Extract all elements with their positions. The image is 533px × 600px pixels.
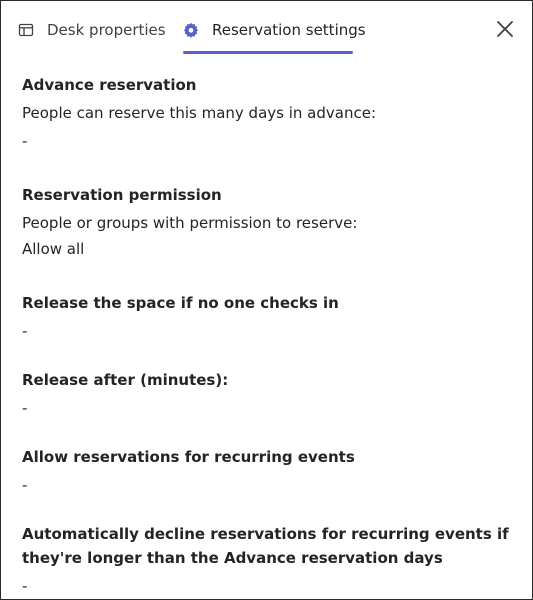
section-value: - [22,476,28,494]
section-description: People can reserve this many days in adv… [22,104,376,122]
section-title: Reservation permission [22,186,222,204]
close-icon[interactable] [494,18,516,40]
section-reservation-permission: Reservation permission People or groups … [22,183,512,261]
section-title: Release after (minutes): [22,371,229,389]
section-title: Release the space if no one checks in [22,294,339,312]
desk-properties-icon [18,23,34,37]
section-title: Automatically decline reservations for r… [22,525,509,567]
section-value: - [22,399,28,417]
section-auto-decline: Automatically decline reservations for r… [22,522,512,598]
section-description: People or groups with permission to rese… [22,214,358,232]
section-advance-reservation: Advance reservation People can reserve t… [22,73,512,153]
section-title: Allow reservations for recurring events [22,448,355,466]
tab-bar: Desk properties Reservation settings [1,1,532,61]
section-value: - [22,577,28,595]
tab-reservation-settings[interactable]: Reservation settings [183,16,366,54]
tab-reservation-settings-label: Reservation settings [212,21,366,39]
section-release-no-checkin: Release the space if no one checks in - [22,291,512,343]
settings-content: Advance reservation People can reserve t… [22,73,512,598]
section-recurring-events: Allow reservations for recurring events … [22,445,512,497]
section-value: - [22,322,28,340]
section-release-after: Release after (minutes): - [22,368,512,420]
section-value: Allow all [22,240,85,258]
tab-desk-properties-label: Desk properties [47,21,166,39]
tab-desk-properties[interactable]: Desk properties [18,16,166,54]
gear-icon [183,22,199,38]
section-title: Advance reservation [22,76,197,94]
section-value: - [22,132,28,150]
active-tab-indicator [183,51,353,54]
